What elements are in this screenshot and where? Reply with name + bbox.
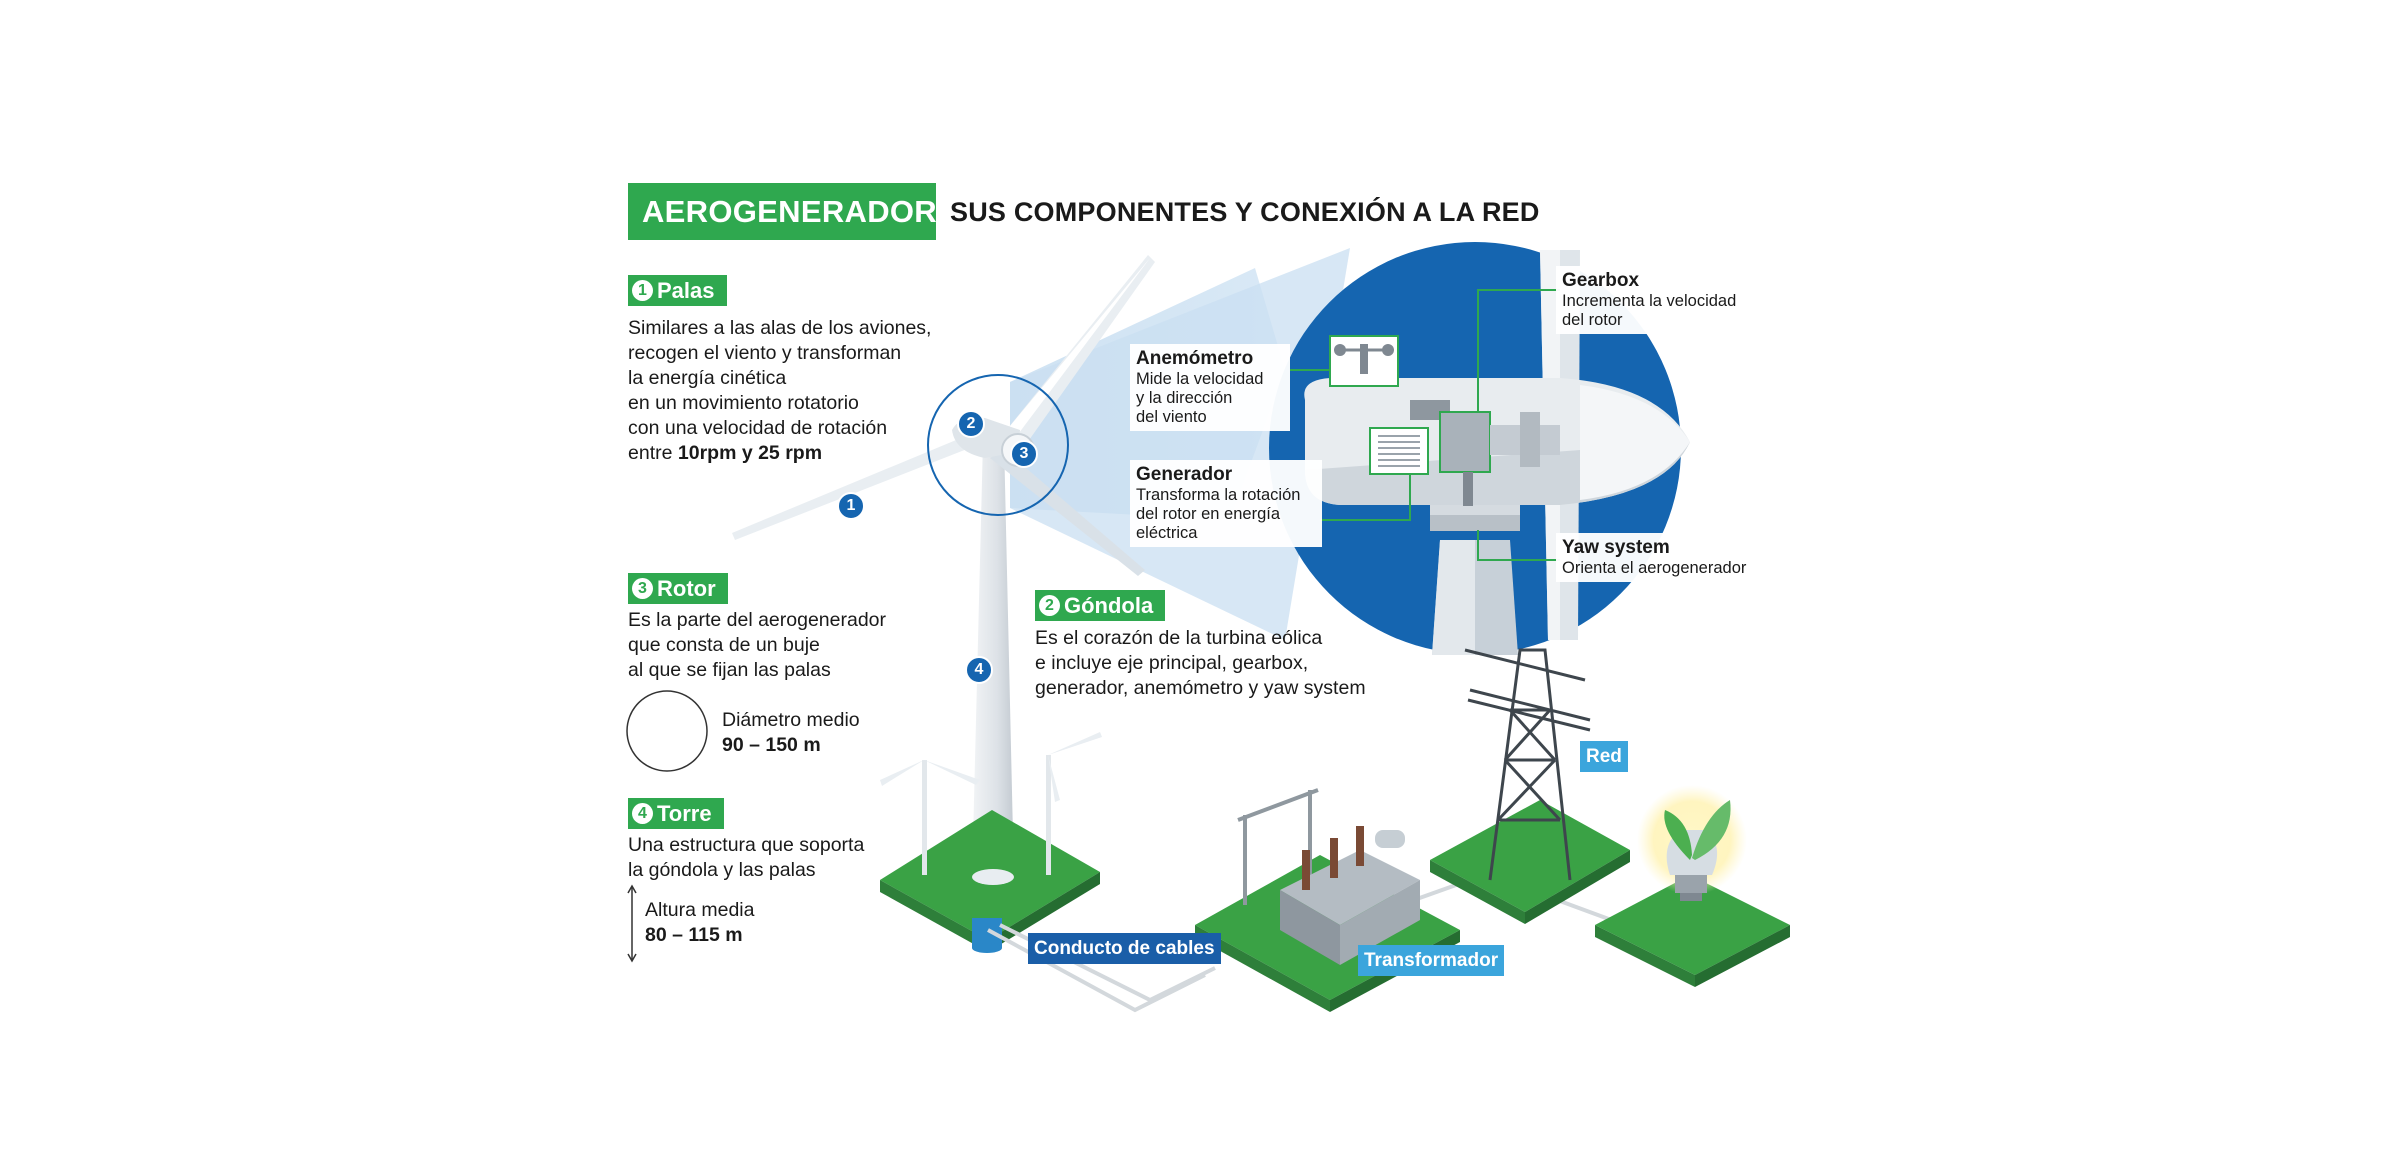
palas-line: en un movimiento rotatorio — [628, 392, 859, 414]
rotor-line: al que se fijan las palas — [628, 659, 831, 681]
palas-line: la energía cinética — [628, 367, 787, 389]
rotor-line: que consta de un buje — [628, 634, 820, 656]
generador-callout: Generador Transforma la rotación del rot… — [1130, 460, 1322, 547]
rotor-tag: 3 Rotor — [628, 573, 728, 604]
badge-gondola: 2 — [957, 410, 985, 438]
turbine-platform — [880, 715, 1102, 953]
gondola-number: 2 — [1039, 595, 1060, 616]
torre-line: Una estructura que soporta — [628, 834, 865, 856]
gondola-description: Es el corazón de la turbina eólica e inc… — [1035, 626, 1366, 701]
height-arrow — [627, 884, 637, 963]
diameter-icon — [626, 690, 708, 772]
palas-line: entre 10rpm y 25 rpm — [628, 441, 931, 466]
anemometro-line: y la dirección — [1136, 389, 1233, 407]
torre-tag: 4 Torre — [628, 798, 724, 829]
gondola-label: Góndola — [1064, 593, 1154, 618]
generador-line: del rotor en energía — [1136, 505, 1281, 523]
yaw-line: Orienta el aerogenerador — [1562, 559, 1747, 577]
gearbox-callout: Gearbox Incrementa la velocidad del roto… — [1556, 266, 1766, 334]
gearbox-title: Gearbox — [1562, 270, 1640, 291]
palas-tag: 1 Palas — [628, 275, 727, 306]
transformador-chip: Transformador — [1358, 945, 1505, 976]
anemometro-title: Anemómetro — [1136, 348, 1254, 369]
torre-label: Torre — [657, 801, 712, 826]
conducto-chip: Conducto de cables — [1028, 933, 1221, 964]
torre-measure-label: Altura media — [645, 899, 755, 921]
gondola-line: Es el corazón de la turbina eólica — [1035, 627, 1323, 649]
yaw-callout: Yaw system Orienta el aerogenerador — [1556, 533, 1771, 582]
anemometro-line: del viento — [1136, 408, 1207, 426]
gondola-tag: 2 Góndola — [1035, 590, 1166, 621]
palas-label: Palas — [657, 278, 715, 303]
palas-rpm-value: 10rpm y 25 rpm — [677, 442, 823, 464]
pylon-platform — [1430, 648, 1630, 924]
subtitle: SUS COMPONENTES Y CONEXIÓN A LA RED — [950, 197, 1540, 227]
lightbulb-platform — [1595, 785, 1790, 987]
badge-rotor: 3 — [1010, 440, 1038, 468]
rotor-measure-label: Diámetro medio — [722, 709, 860, 731]
rotor-measure: Diámetro medio 90 – 150 m — [722, 708, 860, 758]
palas-description: Similares a las alas de los aviones, rec… — [628, 316, 931, 466]
palas-last-prefix: entre — [628, 442, 678, 464]
torre-number: 4 — [632, 803, 653, 824]
torre-measure-value: 80 – 115 m — [645, 924, 743, 946]
badge-torre: 4 — [965, 656, 993, 684]
main-title: AEROGENERADOR — [628, 183, 937, 240]
rotor-label: Rotor — [657, 576, 716, 601]
anemometro-callout: Anemómetro Mide la velocidad y la direcc… — [1130, 344, 1290, 431]
torre-line: la góndola y las palas — [628, 859, 816, 881]
rotor-measure-value: 90 – 150 m — [722, 734, 821, 756]
gearbox-line: Incrementa la velocidad — [1562, 292, 1737, 310]
badge-palas: 1 — [837, 492, 865, 520]
anemometro-line: Mide la velocidad — [1136, 370, 1264, 388]
palas-line: Similares a las alas de los aviones, — [628, 317, 932, 339]
gondola-line: generador, anemómetro y yaw system — [1035, 677, 1366, 699]
generador-title: Generador — [1136, 464, 1233, 485]
palas-line: recogen el viento y transforman — [628, 342, 902, 364]
rotor-line: Es la parte del aerogenerador — [628, 609, 887, 631]
rotor-description: Es la parte del aerogenerador que consta… — [628, 608, 886, 683]
red-chip: Red — [1580, 741, 1628, 772]
gearbox-line: del rotor — [1562, 311, 1623, 329]
gondola-line: e incluye eje principal, gearbox, — [1035, 652, 1309, 674]
generador-line: Transforma la rotación — [1136, 486, 1301, 504]
transformer-platform — [1195, 788, 1460, 1012]
yaw-title: Yaw system — [1562, 537, 1670, 558]
generador-line: eléctrica — [1136, 524, 1198, 542]
torre-measure: Altura media 80 – 115 m — [645, 898, 754, 948]
palas-line: con una velocidad de rotación — [628, 417, 888, 439]
torre-description: Una estructura que soporta la góndola y … — [628, 833, 864, 883]
palas-number: 1 — [632, 280, 653, 301]
rotor-number: 3 — [632, 578, 653, 599]
